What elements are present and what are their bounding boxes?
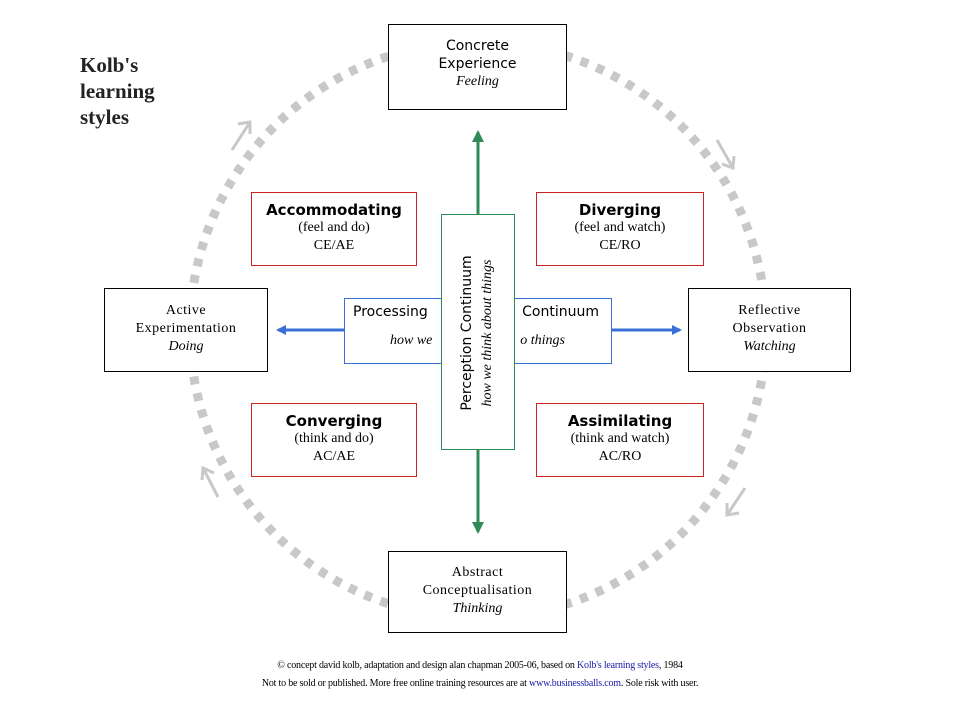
stage-label-line-2: Conceptualisation [422,583,533,598]
style-name: Diverging [578,201,662,219]
perception-text-group: Perception Continuum how we think about … [442,215,516,451]
stage-abstract-conceptualisation: Abstract Conceptualisation Thinking [388,551,567,633]
stage-sub-label: Doing [168,339,204,354]
stage-concrete-experience: Concrete Experience Feeling [388,24,567,110]
perception-continuum-box: Perception Continuum how we think about … [441,214,515,450]
style-code: CE/AE [313,238,355,253]
perception-sub-label: how we think about things [480,259,495,407]
footer-line-2: Not to be sold or published. More free o… [0,678,960,689]
footer-text: © concept david kolb, adaptation and des… [277,660,578,671]
title-line-1: Kolb's [80,53,139,77]
style-code: AC/RO [598,449,642,464]
title-line-2: learning [80,79,155,103]
style-diverging: Diverging (feel and watch) CE/RO [536,192,704,266]
footer-link-businessballs[interactable]: www.businessballs.com [529,678,621,689]
stage-label-line-1: Abstract [451,565,504,580]
footer-link-kolb[interactable]: Kolb's learning styles [577,660,659,671]
processing-sub-right: o things [520,333,565,348]
cycle-arrow-bottom-left [200,465,220,498]
style-description: (feel and do) [298,220,370,235]
stage-label-line-1: Concrete [445,38,510,54]
cycle-arrow-top-left [230,120,252,151]
style-name: Accommodating [266,201,402,219]
processing-label-right: Continuum [522,304,599,320]
style-code: AC/AE [313,449,355,464]
footer-text: Not to be sold or published. More free o… [261,678,530,689]
style-name: Converging [285,412,383,430]
stage-sub-label: Feeling [456,74,499,89]
cycle-arrow-bottom-right [725,487,747,517]
stage-label-line-1: Active [165,303,207,318]
cycle-arrow-top-right [715,139,736,171]
style-assimilating: Assimilating (think and watch) AC/RO [536,403,704,477]
style-description: (think and do) [294,431,374,446]
page-title: Kolb's learning styles [80,52,155,130]
stage-label-line-2: Experimentation [135,321,237,336]
stage-reflective-observation: Reflective Observation Watching [688,288,851,372]
stage-label-line-2: Experience [438,56,517,72]
stage-active-experimentation: Active Experimentation Doing [104,288,268,372]
footer-text: . Sole risk with user. [620,678,699,689]
footer-text: , 1984 [658,660,683,671]
style-converging: Converging (think and do) AC/AE [251,403,417,477]
processing-sub-left: how we [390,333,433,348]
perception-label: Perception Continuum [459,255,475,411]
stage-sub-label: Thinking [452,601,503,616]
footer-line-1: © concept david kolb, adaptation and des… [0,660,960,671]
stage-label-line-1: Reflective [738,303,801,318]
stage-sub-label: Watching [743,339,796,354]
stage-label-line-2: Observation [732,321,807,336]
style-code: CE/RO [599,238,641,253]
style-description: (think and watch) [570,431,670,446]
style-name: Assimilating [567,412,673,430]
style-accommodating: Accommodating (feel and do) CE/AE [251,192,417,266]
style-description: (feel and watch) [574,220,666,235]
processing-label-left: Processing [353,304,428,320]
title-line-3: styles [80,105,129,129]
